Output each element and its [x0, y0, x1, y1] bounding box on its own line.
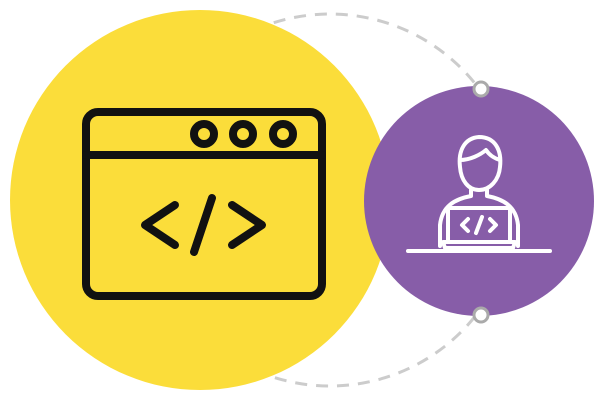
- developer-at-laptop-icon: [406, 135, 552, 253]
- browser-code-window-icon: [82, 108, 326, 300]
- yellow-circle: [10, 10, 390, 390]
- connector-dot-top: [472, 80, 490, 98]
- connector-dot-bottom: [472, 306, 490, 324]
- purple-circle: [364, 86, 594, 316]
